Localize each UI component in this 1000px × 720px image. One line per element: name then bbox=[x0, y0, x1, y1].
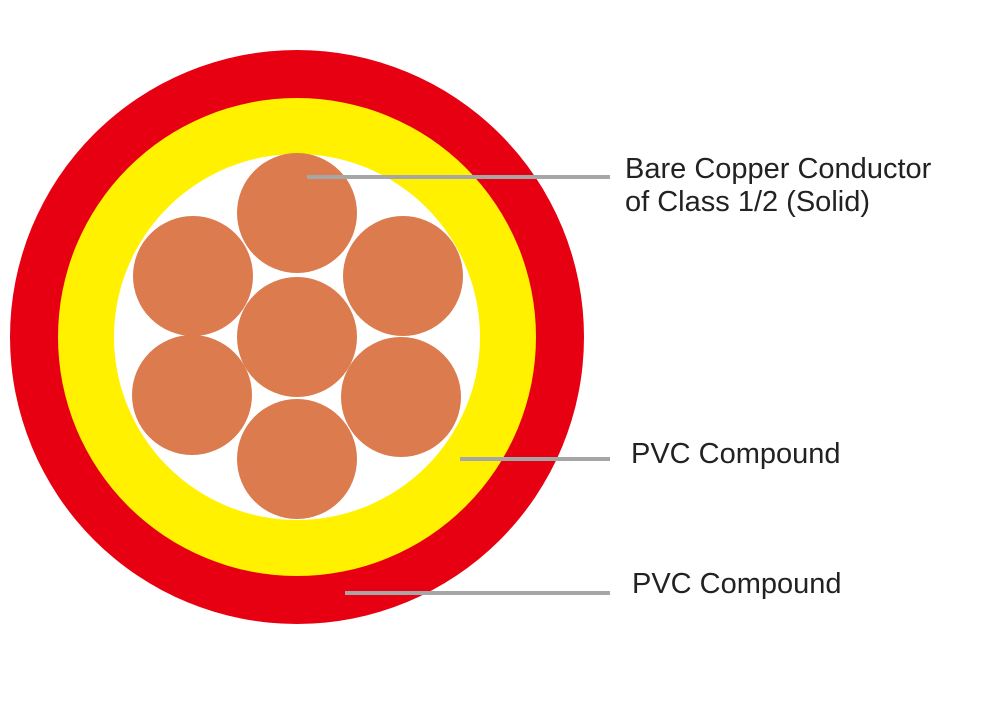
conductor-strand-center bbox=[237, 277, 357, 397]
label-insulation: PVC Compound bbox=[631, 438, 841, 470]
conductor-strand-lower-left bbox=[132, 335, 252, 455]
label-conductor: Bare Copper Conductor of Class 1/2 (Soli… bbox=[625, 153, 931, 219]
conductor-strand-upper-right bbox=[343, 216, 463, 336]
conductor-strand-top bbox=[237, 153, 357, 273]
label-sheath: PVC Compound bbox=[632, 568, 842, 600]
label-conductor-line1: Bare Copper Conductor bbox=[625, 153, 932, 185]
conductor-strand-lower-right bbox=[341, 337, 461, 457]
conductor-strands bbox=[132, 153, 463, 519]
conductor-strand-upper-left bbox=[133, 216, 253, 336]
label-conductor-line2: of Class 1/2 (Solid) bbox=[625, 186, 870, 218]
conductor-strand-bottom bbox=[237, 399, 357, 519]
